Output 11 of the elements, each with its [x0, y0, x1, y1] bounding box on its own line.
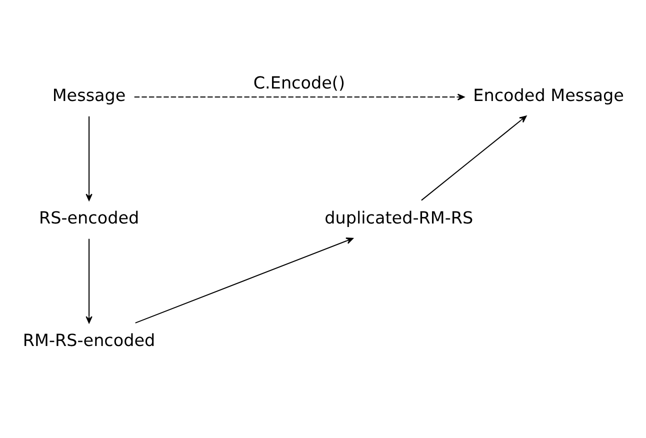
edge-label: C.Encode() — [253, 72, 345, 92]
node-text: RM-RS-encoded — [22, 329, 156, 350]
arrow — [135, 237, 354, 323]
arrow — [134, 93, 465, 100]
arrow — [86, 238, 92, 323]
arrow — [421, 115, 527, 200]
node-text: duplicated-RM-RS — [324, 206, 474, 227]
node-text: Message — [52, 84, 126, 105]
arrow — [86, 116, 92, 200]
node-text: RS-encoded — [38, 206, 140, 227]
node-text: Encoded Message — [473, 84, 624, 105]
